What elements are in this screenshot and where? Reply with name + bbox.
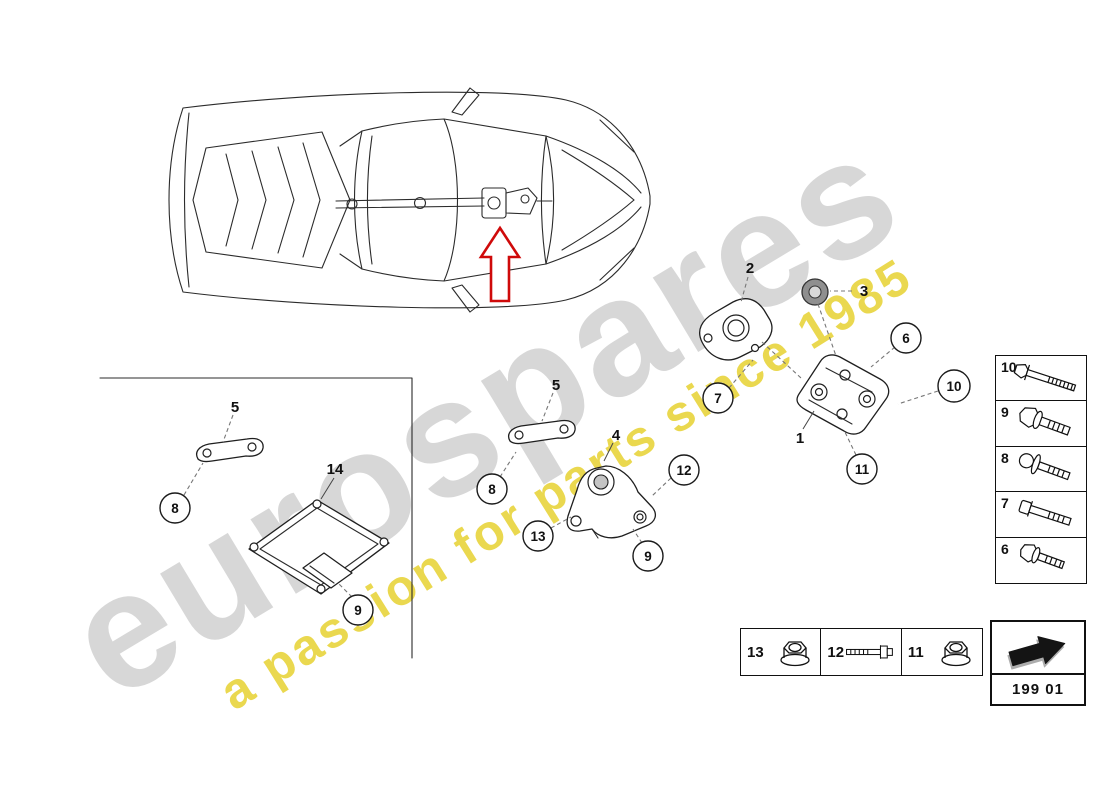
callout-13[interactable]: 13 (522, 520, 554, 552)
direction-arrow-icon (1007, 635, 1066, 670)
legend-number: 8 (1001, 449, 1009, 466)
socket-bolt-icon (1018, 499, 1072, 526)
callout-11[interactable]: 11 (846, 453, 878, 485)
screw-with-washer-icon (1018, 453, 1071, 481)
legend-box-11[interactable]: 11 (900, 628, 983, 676)
legend-box-12[interactable]: 12 (820, 628, 903, 676)
label-part-4[interactable]: 4 (612, 427, 621, 444)
callout-9-left-label: 9 (354, 603, 362, 618)
flange-nut-icon (780, 641, 810, 667)
callout-10-label: 10 (946, 379, 961, 394)
callout-11-label: 11 (855, 462, 870, 477)
part-number-labels: 2 3 5 5 4 1 14 (231, 260, 868, 478)
callout-12[interactable]: 12 (668, 454, 700, 486)
fastener-legend-bottom: 13 12 (740, 628, 983, 676)
part-5-right-drawing[interactable] (507, 419, 576, 445)
part-3-drawing[interactable] (801, 278, 829, 306)
legend-box-10[interactable]: 10 (995, 355, 1087, 402)
legend-box-9[interactable]: 9 (995, 400, 1087, 448)
legend-number: 7 (1001, 495, 1009, 512)
legend-number: 13 (747, 643, 764, 661)
legend-number: 10 (1001, 359, 1017, 375)
callout-13-label: 13 (530, 529, 546, 544)
leader-lines (183, 276, 939, 598)
flange-nut-icon (941, 641, 971, 667)
car-top-view (168, 87, 651, 313)
callout-8-right-label: 8 (488, 482, 496, 497)
hex-flange-screw-icon (1019, 407, 1071, 436)
callout-6-label: 6 (902, 331, 910, 346)
label-part-2[interactable]: 2 (746, 260, 754, 277)
diagram-code-box[interactable]: 199 01 (990, 620, 1086, 706)
callout-9-left[interactable]: 9 (342, 594, 374, 626)
callout-6[interactable]: 6 (890, 322, 922, 354)
driveshaft-assembly (335, 187, 553, 219)
legend-box-8[interactable]: 8 (995, 445, 1087, 493)
hex-flange-bolt-icon (1020, 544, 1066, 570)
label-part-14[interactable]: 14 (327, 461, 344, 478)
label-part-5-left[interactable]: 5 (231, 399, 239, 416)
fastener-legend-side: 10 9 (995, 355, 1087, 584)
legend-number: 12 (827, 643, 845, 661)
callout-12-label: 12 (676, 463, 691, 478)
part-14-drawing[interactable] (248, 499, 390, 595)
callout-8-left[interactable]: 8 (159, 492, 191, 524)
callout-10[interactable]: 10 (937, 369, 971, 403)
label-part-5-right[interactable]: 5 (552, 377, 560, 394)
code-icon-area (992, 622, 1084, 675)
callout-8-left-label: 8 (171, 501, 179, 516)
legend-number: 6 (1001, 540, 1009, 557)
part-2-drawing[interactable] (699, 298, 773, 361)
part-1-drawing[interactable] (796, 354, 890, 435)
long-hex-bolt-icon (1013, 363, 1077, 392)
legend-box-6[interactable]: 6 (995, 536, 1087, 584)
location-arrow-icon (478, 225, 522, 303)
callout-7-label: 7 (714, 391, 722, 406)
label-part-3[interactable]: 3 (860, 283, 868, 300)
group-frame-line (99, 377, 413, 659)
callout-9-right[interactable]: 9 (632, 540, 664, 572)
long-bolt-icon (846, 645, 893, 659)
part-5-left-drawing[interactable] (195, 437, 264, 463)
legend-number: 11 (907, 643, 924, 661)
part-4-drawing[interactable] (566, 465, 657, 539)
legend-box-7[interactable]: 7 (995, 491, 1087, 539)
legend-box-13[interactable]: 13 (740, 628, 822, 676)
label-part-1[interactable]: 1 (796, 430, 804, 447)
callout-8-right[interactable]: 8 (476, 473, 508, 505)
legend-number: 9 (1001, 404, 1009, 421)
diagram-code-label: 199 01 (1012, 681, 1064, 698)
callout-9-right-label: 9 (644, 549, 652, 564)
callout-7[interactable]: 7 (702, 382, 734, 414)
